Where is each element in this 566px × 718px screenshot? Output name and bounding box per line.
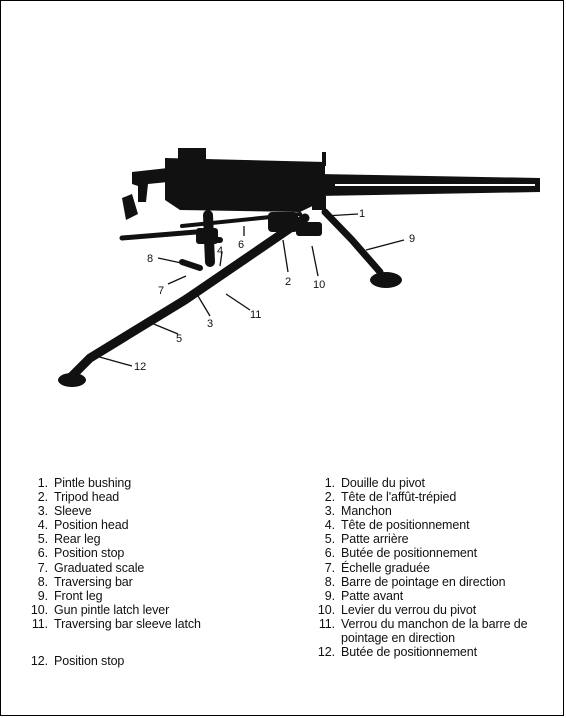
legend-item: 5.Patte arrière — [324, 532, 409, 547]
legend-item: 2.Tripod head — [37, 490, 120, 505]
legend-item: 2.Tête de l'affût-trépied — [324, 490, 457, 505]
legend-spacer — [20, 631, 290, 645]
callout-7: 7 — [158, 285, 164, 297]
legend-item: 8.Barre de pointage en direction — [324, 574, 506, 589]
callout-11: 11 — [250, 309, 261, 321]
legend-item: 3.Manchon — [324, 504, 392, 519]
legend-item: 12.Position stop — [30, 654, 125, 669]
callout-6: 6 — [238, 239, 244, 251]
legend-item: 6.Butée de positionnement — [324, 546, 477, 561]
tripod-feet — [58, 212, 402, 387]
callout-8: 8 — [147, 253, 153, 265]
legend-item: 1.Douille du pivot — [324, 476, 425, 490]
legend-item: 1.Pintle bushing — [37, 476, 132, 490]
tripod — [65, 208, 384, 383]
callout-12: 12 — [134, 361, 146, 373]
legend-item: 3.Sleeve — [37, 504, 92, 519]
legend-item: 5.Rear leg — [37, 532, 101, 547]
legend-item: 7.Échelle graduée — [324, 560, 430, 575]
callout-3: 3 — [207, 318, 213, 330]
callout-2: 2 — [285, 276, 291, 288]
legend-item: 10.Gun pintle latch lever — [30, 602, 170, 617]
legend-item: 8.Traversing bar — [37, 574, 133, 589]
legend-item: 6.Position stop — [37, 546, 125, 561]
legend-item: 12.Butée de positionnement — [317, 645, 477, 660]
legend-item: 9.Front leg — [37, 588, 103, 603]
machine-gun-tripod-illustration: 1 2 3 4 5 6 7 8 9 10 11 12 — [58, 148, 540, 387]
legend-item: 7.Graduated scale — [37, 560, 145, 575]
callout-9: 9 — [409, 233, 415, 245]
legend-item: 11.Verrou du manchon de la barre de poin… — [318, 616, 528, 646]
callout-4: 4 — [217, 245, 223, 257]
legend-item: 4.Tête de positionnement — [324, 518, 470, 533]
legend-item: 10.Levier du verrou du pivot — [317, 602, 477, 617]
legend-item: 11.Traversing bar sleeve latch — [31, 616, 201, 631]
callout-1: 1 — [359, 208, 365, 220]
callout-5: 5 — [176, 333, 182, 345]
legend-french: 1.Douille du pivot 2.Tête de l'affût-tré… — [307, 476, 557, 659]
callout-10: 10 — [313, 279, 325, 291]
barrel-jacket-holes — [335, 184, 535, 186]
legend-english: 1.Pintle bushing 2.Tripod head 3.Sleeve … — [20, 476, 290, 668]
leader-lines — [95, 213, 405, 367]
legend-item: 9.Patte avant — [324, 588, 404, 603]
legend-item: 4.Position head — [37, 518, 129, 533]
